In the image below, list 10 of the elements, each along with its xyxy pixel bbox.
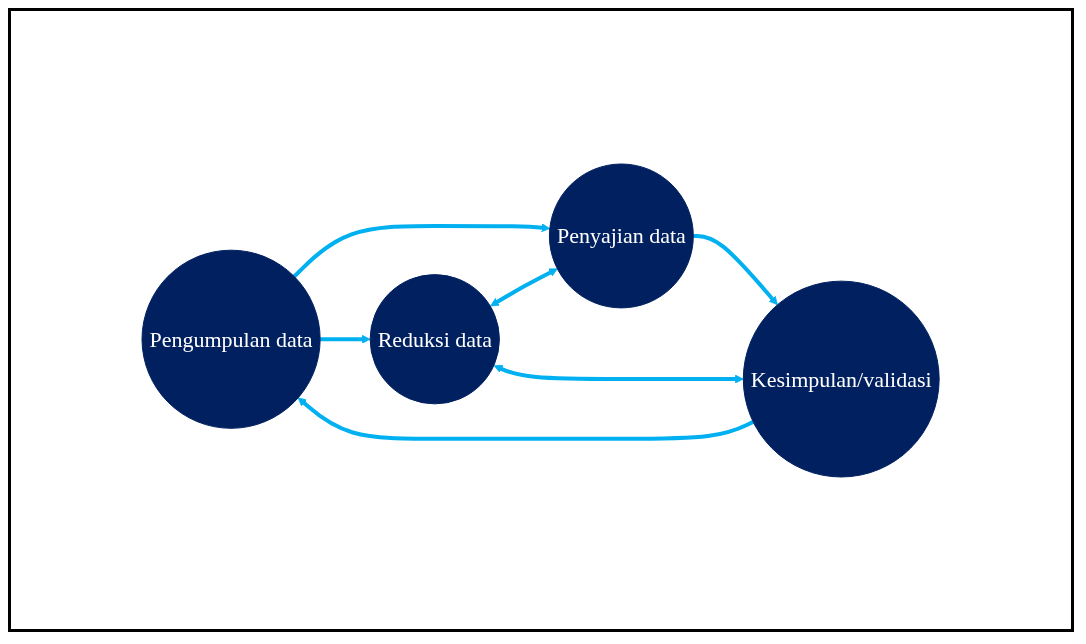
node-circle: Penyajian data (549, 163, 695, 308)
arrow (293, 222, 551, 278)
arrow (494, 364, 745, 383)
arrow (298, 396, 755, 441)
node-circle: Reduksi data (370, 273, 501, 404)
node-circle: Kesimpulan/validasi (743, 280, 941, 477)
arrow (693, 233, 779, 305)
arrow (320, 334, 371, 344)
arrow (490, 267, 559, 306)
node-circle: Pengumpulan data (141, 249, 322, 429)
